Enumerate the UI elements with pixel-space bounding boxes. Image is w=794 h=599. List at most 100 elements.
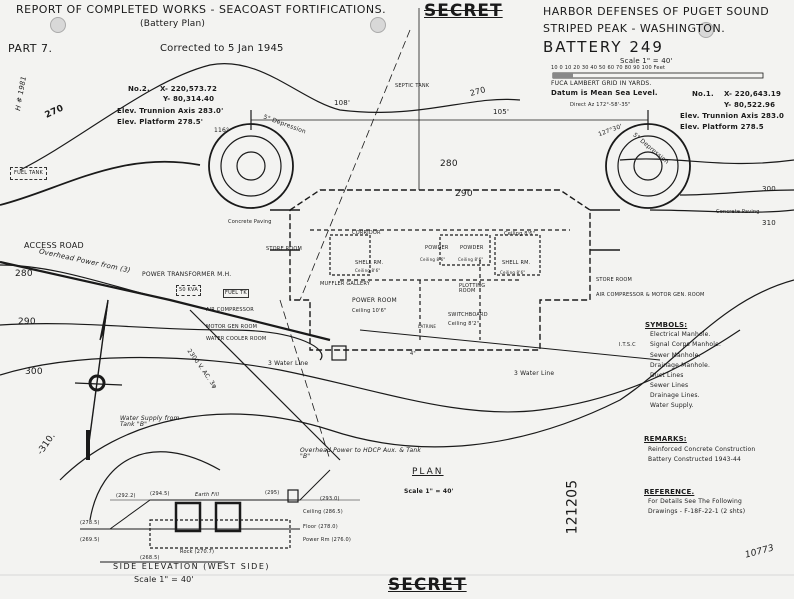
- contour-label: 290: [455, 189, 473, 199]
- label-azimuth: Direct Az 172°-58'-35": [570, 102, 631, 108]
- elev-label: (268.5): [140, 555, 160, 561]
- datum-note: Datum is Mean Sea Level.: [551, 89, 658, 97]
- contour-right-3: [649, 209, 794, 213]
- gun-1-number: No.1.: [692, 90, 714, 98]
- reference-line: For Details See The Following: [648, 498, 743, 505]
- punch-hole: [50, 17, 66, 33]
- scale-label: Scale 1" = 40': [620, 57, 673, 65]
- scale-ticks: 10 0 10 20 30 40 50 60 70 80 90 100 Feet: [551, 65, 666, 71]
- label-transformer: POWER TRANSFORMER M.H.: [142, 271, 232, 278]
- side-elevation-title: SIDE ELEVATION (WEST SIDE): [113, 562, 271, 571]
- elev-rock: Rock (270.7): [180, 549, 215, 555]
- report-subtitle: (Battery Plan): [140, 19, 206, 29]
- label-corridor: CORRIDOR: [352, 230, 381, 236]
- label-air-compressor: AIR COMPRESSOR: [206, 307, 254, 313]
- label-concrete-paving: Concrete Paving: [716, 209, 760, 215]
- contour-right-1: [619, 158, 794, 165]
- symbol-sewer-manhole: Sewer Manhole.: [650, 352, 701, 359]
- side-elevation: [80, 469, 360, 563]
- symbol-sewer-lines: Sewer Lines: [650, 382, 689, 389]
- corrected-date: Corrected to 5 Jan 1945: [160, 43, 284, 54]
- access-road: [0, 260, 331, 342]
- location: STRIPED PEAK - WASHINGTON.: [543, 22, 726, 35]
- label-ceiling: Ceiling 8'6": [458, 257, 484, 262]
- report-title: REPORT OF COMPLETED WORKS - SEACOAST FOR…: [16, 3, 387, 16]
- label-water-supply: Water Supply from Tank "B": [120, 415, 180, 428]
- contour-290: [0, 323, 323, 361]
- label-ceiling: Ceiling 8'6": [500, 270, 526, 275]
- contour-label: 300: [25, 367, 43, 377]
- plan-scale: Scale 1" = 40': [404, 488, 454, 495]
- label-air-compressor-room: AIR COMPRESSOR & MOTOR GEN. ROOM: [596, 292, 705, 298]
- contour-label: 280: [15, 269, 33, 279]
- label-plotting-room: PLOTTING ROOM: [459, 283, 486, 294]
- battery-outline: [289, 189, 591, 351]
- symbol-water-supply: Water Supply.: [650, 402, 694, 409]
- contour-label: 310: [762, 219, 776, 227]
- label-motor-gen: MOTOR GEN ROOM: [206, 324, 258, 330]
- symbol-drainage-lines: Drainage Lines.: [650, 392, 700, 399]
- elev-power-room: Power Rm (276.0): [303, 537, 352, 543]
- label-ceiling: Ceiling 8'6": [355, 268, 381, 273]
- gun-2-x: X- 220,573.72: [160, 85, 218, 93]
- remarks-line: Reinforced Concrete Construction: [648, 446, 756, 453]
- label-105: 105': [493, 108, 510, 116]
- gun-1-trunnion: Elev. Trunnion Axis 283.0: [680, 112, 785, 120]
- gun-emplacement-2: [208, 123, 294, 209]
- contour-310: [59, 279, 794, 481]
- label-store-room: STORE ROOM: [596, 277, 633, 283]
- side-elevation-scale: Scale 1" = 40': [134, 575, 194, 584]
- label-ceiling: Ceiling 8'2": [448, 321, 480, 327]
- gun-1-x: X- 220,643.19: [724, 90, 782, 98]
- label-angle: 116°: [214, 127, 230, 134]
- drawing-number: 121205: [564, 479, 581, 535]
- contour-270: [19, 63, 521, 171]
- elev-label: (269.5): [80, 537, 100, 543]
- fuel-tank: FUEL TANK: [10, 167, 47, 180]
- label-water-line: 3 Water Line: [268, 360, 309, 367]
- label-ceiling: Ceiling 8'6": [504, 231, 536, 237]
- label-shell-room: SHELL RM.: [355, 260, 384, 266]
- elev-label: (293.0): [320, 496, 340, 502]
- elev-floor: Floor (278.0): [303, 524, 338, 530]
- elev-label: (294.5): [150, 491, 170, 497]
- secret-stamp: SECRET: [424, 1, 503, 21]
- scale-bar: [552, 72, 764, 79]
- label-fuel-tk: FUEL TK: [223, 289, 249, 298]
- plan-title: PLAN: [412, 467, 444, 477]
- footer-secret-stamp: SECRET: [388, 575, 467, 595]
- label-overhead-power-to: Overhead Power to HDCP Aux. & Tank "B": [300, 447, 422, 460]
- gun-1-platform: Elev. Platform 278.5: [680, 123, 764, 131]
- gun-2-number: No.2.: [128, 85, 150, 93]
- label-power-room: POWER ROOM: [352, 297, 397, 304]
- battery-name: BATTERY 249: [543, 38, 664, 56]
- symbol-electrical-manhole: Electrical Manhole.: [650, 331, 711, 338]
- contour-300: [0, 329, 741, 413]
- harbor-defenses: HARBOR DEFENSES OF PUGET SOUND: [543, 5, 770, 18]
- contour-hill: [89, 451, 221, 521]
- label-access-road: ACCESS ROAD: [24, 241, 84, 250]
- contour-280-left: [0, 160, 201, 206]
- label-powder-room: POWDER: [425, 245, 449, 251]
- reference-title: REFERENCE.: [644, 488, 695, 496]
- label-powder-room: POWDER: [460, 245, 484, 251]
- label-switchboard: SWITCHBOARD: [448, 312, 488, 318]
- contour-label: 280: [440, 159, 458, 169]
- symbol-signal-corps-manhole: Signal Corps Manhole.: [650, 341, 722, 348]
- label-ceiling: Ceiling 10'6": [352, 308, 387, 314]
- contour-label: 300: [762, 185, 776, 193]
- punch-hole: [370, 17, 386, 33]
- label-latrine: LATRINE: [418, 324, 437, 329]
- gun-2-y: Y- 80,314.40: [163, 95, 215, 103]
- label-kva: 50 KVA: [176, 285, 201, 296]
- label-water-cooler: WATER COOLER ROOM: [206, 336, 267, 342]
- elev-label: (292.2): [116, 493, 136, 499]
- reference-line: Drawings - F-18F-22-1 (2 shts): [648, 508, 746, 515]
- remarks-line: Battery Constructed 1943-44: [648, 456, 742, 463]
- grid-note: FUCA LAMBERT GRID IN YARDS.: [551, 80, 652, 87]
- label-4in: 4": [410, 351, 416, 357]
- label-concrete-paving: Concrete Paving: [228, 219, 272, 225]
- symbol-duct-lines: Duct Lines: [650, 372, 684, 379]
- label-ceiling: Ceiling 8'6": [420, 257, 446, 262]
